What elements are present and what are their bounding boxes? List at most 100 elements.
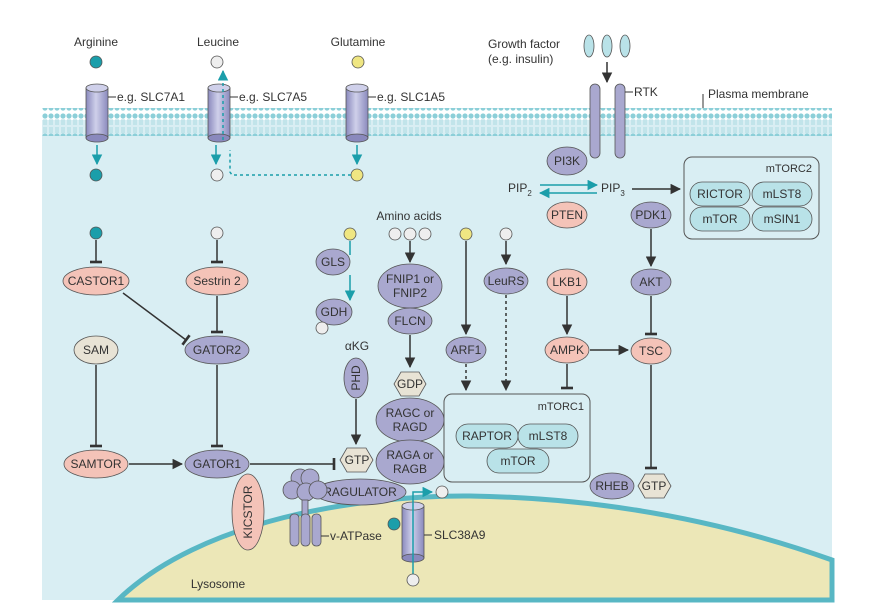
slc7a5-transporter — [207, 83, 231, 143]
rheb-gtp-hexagon — [637, 473, 672, 499]
amino-acid-dot — [388, 227, 402, 241]
glutamine-exchange-line — [229, 150, 351, 176]
ampk-label: AMPK — [550, 343, 584, 357]
ampk-node — [544, 336, 590, 364]
mtorc2-mtor — [689, 206, 751, 232]
rtk-label: RTK — [634, 85, 658, 99]
leucine-outside-dot — [210, 55, 224, 69]
raga-label-line1: RAGA or — [386, 448, 433, 462]
pten-node — [546, 201, 588, 229]
mtorc1-mlst8-label: mLST8 — [529, 429, 568, 443]
sam-node — [73, 335, 119, 365]
mtorc2-mlst8 — [751, 181, 813, 207]
gls-node — [315, 248, 351, 276]
amino-acid-dot — [418, 227, 432, 241]
mtorc2-rictor-label: RICTOR — [697, 187, 743, 201]
pip3-main-text: PIP — [601, 181, 620, 195]
glutamine-label: Glutamine — [331, 35, 386, 49]
glutamate-dot — [315, 321, 329, 335]
v-atpase-label: v-ATPase — [330, 529, 382, 543]
gls-label: GLS — [321, 255, 345, 269]
slc7a5-label: e.g. SLC7A5 — [239, 90, 307, 104]
sam-label: SAM — [83, 343, 109, 357]
pdk1-node — [630, 201, 672, 229]
rheb-gtp-label: GTP — [642, 479, 667, 493]
akt-label: AKT — [639, 275, 663, 289]
gator2-node — [184, 335, 250, 365]
samtor-label: SAMTOR — [70, 457, 121, 471]
mtorc1-mtor-label: mTOR — [500, 454, 535, 468]
slc38a9-leucine-out-dot — [435, 485, 449, 499]
pi3k-node — [546, 146, 588, 176]
mtorc2-title: mTORC2 — [766, 163, 812, 175]
slc38a9-efflux-arrow — [412, 486, 434, 578]
pi3k-label: PI3K — [554, 154, 580, 168]
mtorc2-msin1-label: mSIN1 — [764, 212, 801, 226]
growth-factor-oval — [619, 34, 631, 58]
ragulator-label: RAGULATOR — [323, 485, 397, 499]
rtk-receptor — [589, 83, 626, 159]
ragc-label-line1: RAGC or — [386, 406, 435, 420]
lkb1-node — [546, 268, 588, 296]
leucine-inside-dot — [210, 168, 224, 182]
mtorc2-mtor-label: mTOR — [702, 212, 737, 226]
phd-label: PHD — [349, 365, 363, 391]
rag-gtp-hexagon — [339, 447, 374, 473]
mtorc2-rictor — [689, 181, 751, 207]
pip3-subscript: 3 — [620, 189, 625, 198]
lkb1-label: LKB1 — [552, 275, 582, 289]
kicstor-node — [231, 473, 265, 551]
samtor-node — [63, 449, 129, 479]
leurs-node — [483, 267, 529, 295]
arginine-inside-dot — [89, 168, 103, 182]
slc38a9-arginine-dot — [387, 517, 401, 531]
amino-acid-dot — [403, 227, 417, 241]
slc1a5-transporter — [345, 83, 369, 143]
gdp-hexagon — [393, 371, 427, 397]
slc7a1-transporter — [85, 83, 109, 143]
fnip-label-line1: FNIP1 or — [386, 272, 434, 286]
mtorc2-msin1 — [751, 206, 813, 232]
gdp-label: GDP — [397, 377, 423, 391]
rag-gtp-label: GTP — [345, 453, 370, 467]
arginine-sensing-dot — [89, 226, 103, 240]
pip3-label: PIP3 — [601, 181, 625, 198]
slc1a5-label: e.g. SLC1A5 — [377, 90, 445, 104]
flcn-node — [387, 307, 433, 335]
slc7a1-label: e.g. SLC7A1 — [117, 90, 185, 104]
growth-factor-oval — [583, 34, 595, 58]
gdh-label: GDH — [321, 305, 348, 319]
plasma-membrane-label: Plasma membrane — [708, 87, 809, 101]
glutamine-outside-dot — [351, 55, 365, 69]
growth-factor-oval — [601, 34, 613, 58]
leucine-sensing-dot — [210, 226, 224, 240]
mtorc1-mlst8 — [517, 423, 579, 449]
mtorc1-title: mTORC1 — [538, 401, 584, 413]
growth-factor-label: Growth factor — [488, 37, 560, 51]
raga-node — [375, 439, 445, 485]
arf1-node — [445, 336, 487, 364]
glutamine-arf1-dot — [459, 227, 473, 241]
leucine-leurs-dot — [499, 227, 513, 241]
slc38a9-leucine-in-dot — [406, 573, 420, 587]
mtorc1-mtor — [486, 448, 550, 474]
phd-node — [343, 357, 369, 399]
pten-label: PTEN — [551, 208, 583, 222]
amino-acids-label: Amino acids — [376, 209, 441, 223]
gdh-node — [315, 298, 353, 326]
castor1-inhibits-gator2 — [122, 292, 191, 346]
kicstor-label: KICSTOR — [241, 485, 255, 538]
tsc-label: TSC — [639, 344, 663, 358]
sestrin2-node — [185, 266, 249, 296]
plasma-membrane — [42, 108, 832, 136]
slc38a9-label: SLC38A9 — [434, 528, 486, 542]
arginine-label: Arginine — [74, 35, 118, 49]
raga-label-line2: RAGB — [393, 462, 427, 476]
growth-factor-example-label: (e.g. insulin) — [488, 52, 553, 66]
ragc-label-line2: RAGD — [393, 420, 428, 434]
gator1-label: GATOR1 — [193, 457, 242, 471]
castor1-node — [62, 266, 130, 296]
sestrin2-label: Sestrin 2 — [193, 274, 241, 288]
gator1-node — [184, 449, 250, 479]
fnip-label-line2: FNIP2 — [393, 286, 427, 300]
